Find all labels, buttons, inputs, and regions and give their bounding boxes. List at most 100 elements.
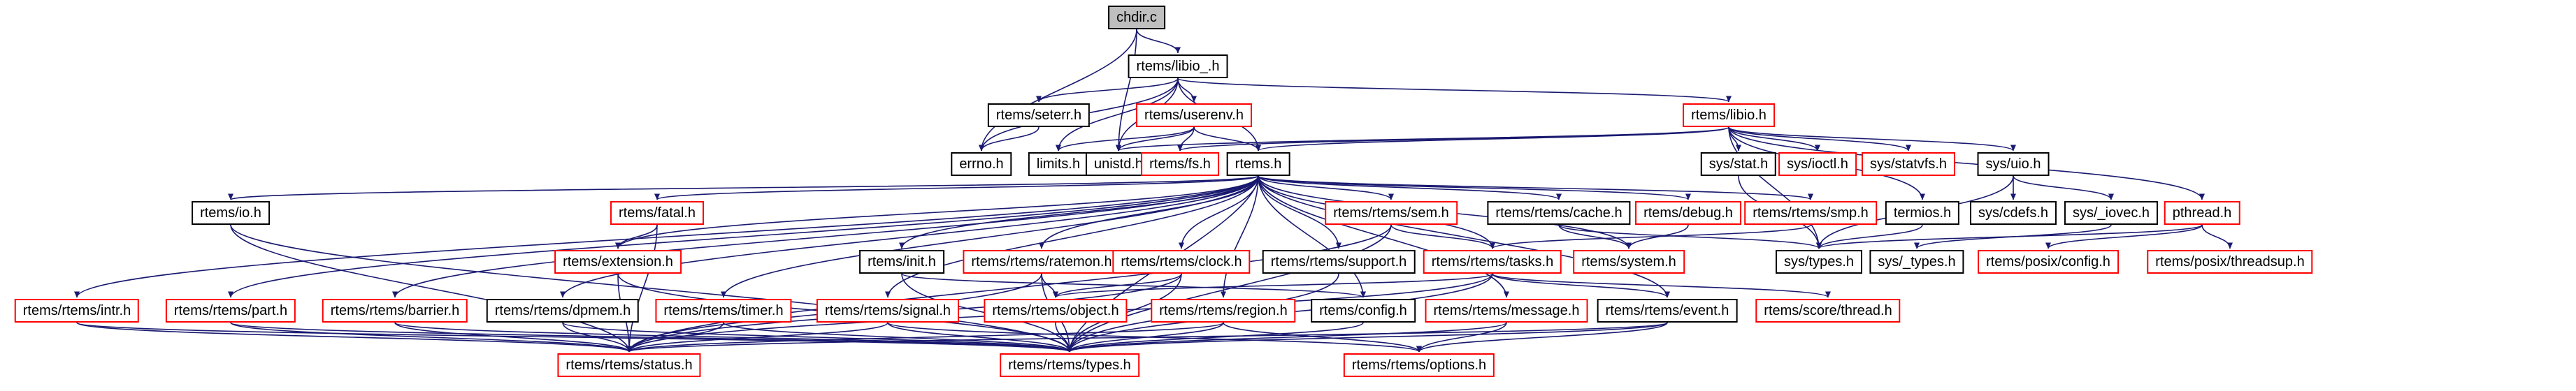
- include-edge-rtems-to-event: [1258, 175, 1670, 298]
- include-edge-libio_-to-limits: [1056, 78, 1179, 152]
- node-errno[interactable]: errno.h: [951, 152, 1012, 176]
- node-sys_statvfs[interactable]: sys/statvfs.h: [1861, 152, 1956, 176]
- node-part[interactable]: rtems/rtems/part.h: [165, 299, 296, 323]
- node-debug[interactable]: rtems/debug.h: [1635, 201, 1741, 225]
- include-edge-sem-to-tasks: [1390, 224, 1495, 249]
- node-score_thread[interactable]: rtems/score/thread.h: [1755, 299, 1901, 323]
- node-system[interactable]: rtems/system.h: [1573, 250, 1685, 274]
- include-edge-libio-to-sys_statvfs: [1728, 126, 1911, 152]
- include-edge-pthread-to-sys_types: [1816, 224, 2203, 249]
- include-edge-rtems-to-config: [1258, 175, 1366, 298]
- node-extension[interactable]: rtems/extension.h: [554, 250, 682, 274]
- include-edge-rtems-to-debug: [1258, 175, 1691, 200]
- node-options[interactable]: rtems/rtems/options.h: [1343, 353, 1495, 377]
- node-sys__types[interactable]: sys/_types.h: [1869, 250, 1964, 274]
- node-libio_[interactable]: rtems/libio_.h: [1128, 54, 1228, 78]
- node-dpmem[interactable]: rtems/rtems/dpmem.h: [486, 299, 640, 323]
- node-sys_uio[interactable]: sys/uio.h: [1977, 152, 2050, 176]
- node-sys_stat[interactable]: sys/stat.h: [1700, 152, 1777, 176]
- include-edge-libio-to-sys_types: [1728, 126, 1822, 249]
- node-region[interactable]: rtems/rtems/region.h: [1151, 299, 1296, 323]
- node-rtems[interactable]: rtems.h: [1226, 152, 1290, 176]
- node-posix_config[interactable]: rtems/posix/config.h: [1978, 250, 2119, 274]
- node-support[interactable]: rtems/rtems/support.h: [1262, 250, 1416, 274]
- include-edge-smp-to-tasks: [1490, 224, 1811, 249]
- node-sys_iovec[interactable]: sys/_iovec.h: [2064, 201, 2159, 225]
- include-edge-libio-to-sys_ioctl: [1728, 126, 1820, 152]
- include-edge-tasks-to-score_thread: [1492, 273, 1831, 298]
- include-edge-timer-to-status: [626, 322, 724, 353]
- include-edge-rtems-to-fatal: [654, 175, 1259, 200]
- include-edge-event-to-options: [1416, 322, 1668, 353]
- include-edge-part-to-types: [230, 322, 1072, 353]
- include-edge-fatal-to-extension: [615, 224, 658, 249]
- node-sem[interactable]: rtems/rtems/sem.h: [1325, 201, 1458, 225]
- node-signal[interactable]: rtems/rtems/signal.h: [816, 299, 960, 323]
- node-seterr[interactable]: rtems/seterr.h: [987, 103, 1091, 127]
- node-timer[interactable]: rtems/rtems/timer.h: [655, 299, 792, 323]
- node-io[interactable]: rtems/io.h: [192, 201, 270, 225]
- node-intr[interactable]: rtems/rtems/intr.h: [14, 299, 140, 323]
- include-edge-chdir_c-to-libio_: [1136, 29, 1181, 54]
- node-pthread[interactable]: pthread.h: [2164, 201, 2240, 225]
- node-userenv[interactable]: rtems/userenv.h: [1136, 103, 1252, 127]
- include-edge-chdir_c-to-errno: [979, 29, 1137, 152]
- node-message[interactable]: rtems/rtems/message.h: [1425, 299, 1588, 323]
- include-edge-libio-to-fs: [1177, 126, 1729, 152]
- node-fatal[interactable]: rtems/fatal.h: [610, 201, 705, 225]
- include-edge-pthread-to-posix_config: [2045, 224, 2203, 249]
- node-cache[interactable]: rtems/rtems/cache.h: [1487, 201, 1631, 225]
- include-edge-event-to-status: [626, 322, 1668, 353]
- node-event[interactable]: rtems/rtems/event.h: [1597, 299, 1738, 323]
- node-fs[interactable]: rtems/fs.h: [1141, 152, 1219, 176]
- include-edge-userenv-to-rtems: [1193, 126, 1261, 152]
- node-init[interactable]: rtems/init.h: [859, 250, 944, 274]
- include-edge-pthread-to-posix_threadsup: [2201, 224, 2233, 249]
- include-edge-rtems-to-init: [899, 175, 1259, 249]
- node-clock[interactable]: rtems/rtems/clock.h: [1112, 250, 1251, 274]
- include-edge-libio_-to-seterr: [1036, 78, 1179, 103]
- node-smp[interactable]: rtems/rtems/smp.h: [1744, 201, 1877, 225]
- include-edge-rtems-to-cache: [1258, 175, 1562, 200]
- include-edge-region-to-options: [1223, 322, 1422, 353]
- include-edge-part-to-status: [230, 322, 632, 353]
- include-edge-intr-to-status: [76, 322, 632, 353]
- node-status[interactable]: rtems/rtems/status.h: [557, 353, 701, 377]
- include-edge-sem-to-status: [626, 224, 1392, 353]
- include-edge-chdir_c-to-unistd: [1116, 29, 1137, 152]
- include-edge-tasks-to-event: [1492, 273, 1670, 298]
- include-edge-message-to-options: [1416, 322, 1507, 353]
- include-edge-config-to-types: [1067, 322, 1364, 353]
- include-edge-rtems-to-message: [1258, 175, 1509, 298]
- include-edge-rtems-to-sem: [1258, 175, 1394, 200]
- node-object[interactable]: rtems/rtems/object.h: [984, 299, 1128, 323]
- include-edge-libio-to-unistd: [1116, 126, 1729, 152]
- include-edge-rtems-to-intr: [74, 175, 1259, 298]
- include-edge-libio_-to-libio: [1177, 78, 1732, 103]
- node-posix_threadsup[interactable]: rtems/posix/threadsup.h: [2147, 250, 2313, 274]
- node-tasks[interactable]: rtems/rtems/tasks.h: [1423, 250, 1562, 274]
- include-edge-libio-to-pthread: [1728, 126, 2205, 200]
- node-sys_cdefs[interactable]: sys/cdefs.h: [1969, 201, 2057, 225]
- include-edge-sem-to-types: [1067, 224, 1392, 353]
- node-ratemon[interactable]: rtems/rtems/ratemon.h: [963, 250, 1121, 274]
- node-sys_types[interactable]: sys/types.h: [1775, 250, 1863, 274]
- node-types[interactable]: rtems/rtems/types.h: [1000, 353, 1139, 377]
- node-sys_ioctl[interactable]: sys/ioctl.h: [1778, 152, 1857, 176]
- node-libio[interactable]: rtems/libio.h: [1683, 103, 1775, 127]
- include-edge-rtems-to-part: [228, 175, 1259, 298]
- include-edge-termios-to-sys_types: [1816, 224, 1923, 249]
- include-edge-rtems-to-timer: [721, 175, 1259, 298]
- include-edge-rtems-to-signal: [885, 175, 1259, 298]
- include-edge-barrier-to-status: [394, 322, 632, 353]
- include-edge-init-to-config: [901, 273, 1366, 298]
- node-barrier[interactable]: rtems/rtems/barrier.h: [322, 299, 468, 323]
- node-config[interactable]: rtems/config.h: [1311, 299, 1416, 323]
- node-termios[interactable]: termios.h: [1885, 201, 1960, 225]
- node-chdir_c: chdir.c: [1108, 6, 1165, 29]
- node-limits[interactable]: limits.h: [1028, 152, 1089, 176]
- include-edge-message-to-types: [1067, 322, 1507, 353]
- include-edge-rtems-to-dpmem: [560, 175, 1259, 298]
